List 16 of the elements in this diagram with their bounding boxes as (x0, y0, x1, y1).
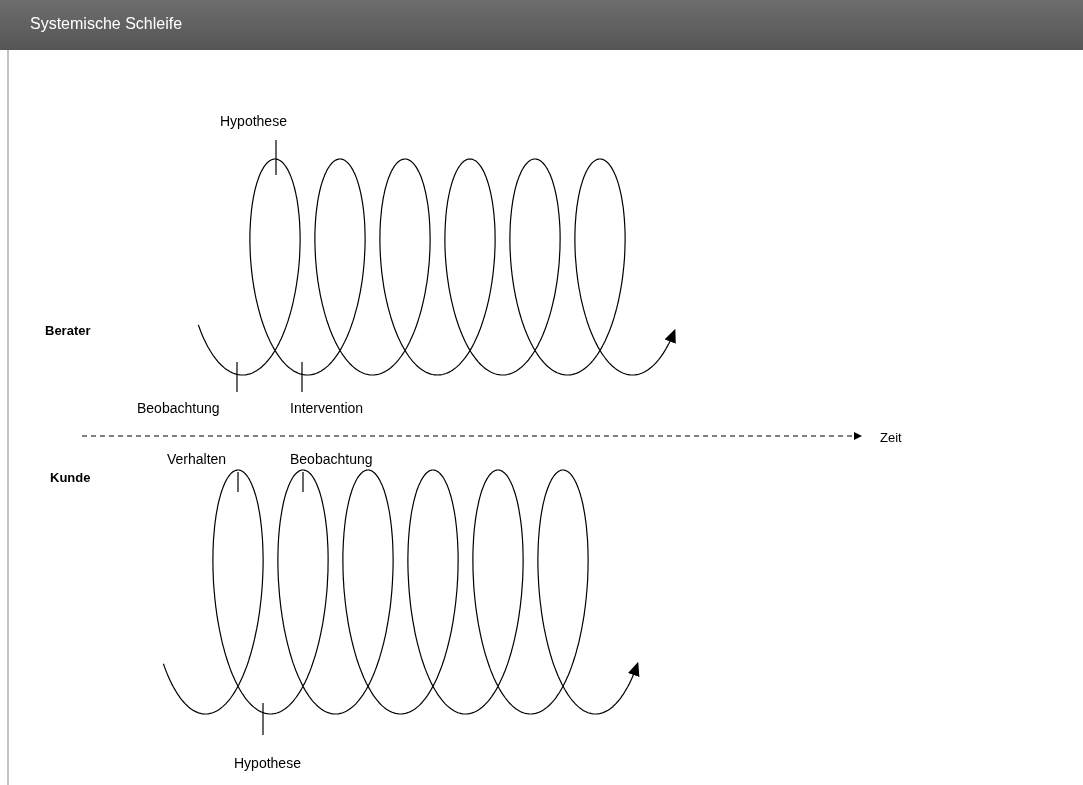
row-label: Kunde (50, 470, 91, 485)
curve-label: Beobachtung (290, 451, 373, 467)
curve-label: Verhalten (167, 451, 227, 467)
leader-line (236, 361, 238, 393)
title: Systemische Schleife (30, 15, 183, 33)
curve-label: Beobachtung (137, 400, 220, 416)
row-label: Berater (45, 323, 91, 338)
axis-label: Zeit (880, 430, 902, 445)
leader-line (275, 139, 277, 176)
curve-label: Hypothese (234, 755, 301, 771)
leader-line (262, 702, 264, 736)
leader-line (302, 471, 304, 493)
leader-line (237, 471, 239, 493)
leader-line (301, 361, 303, 393)
curve-label: Intervention (290, 400, 364, 416)
curve-label: Hypothese (220, 113, 287, 129)
